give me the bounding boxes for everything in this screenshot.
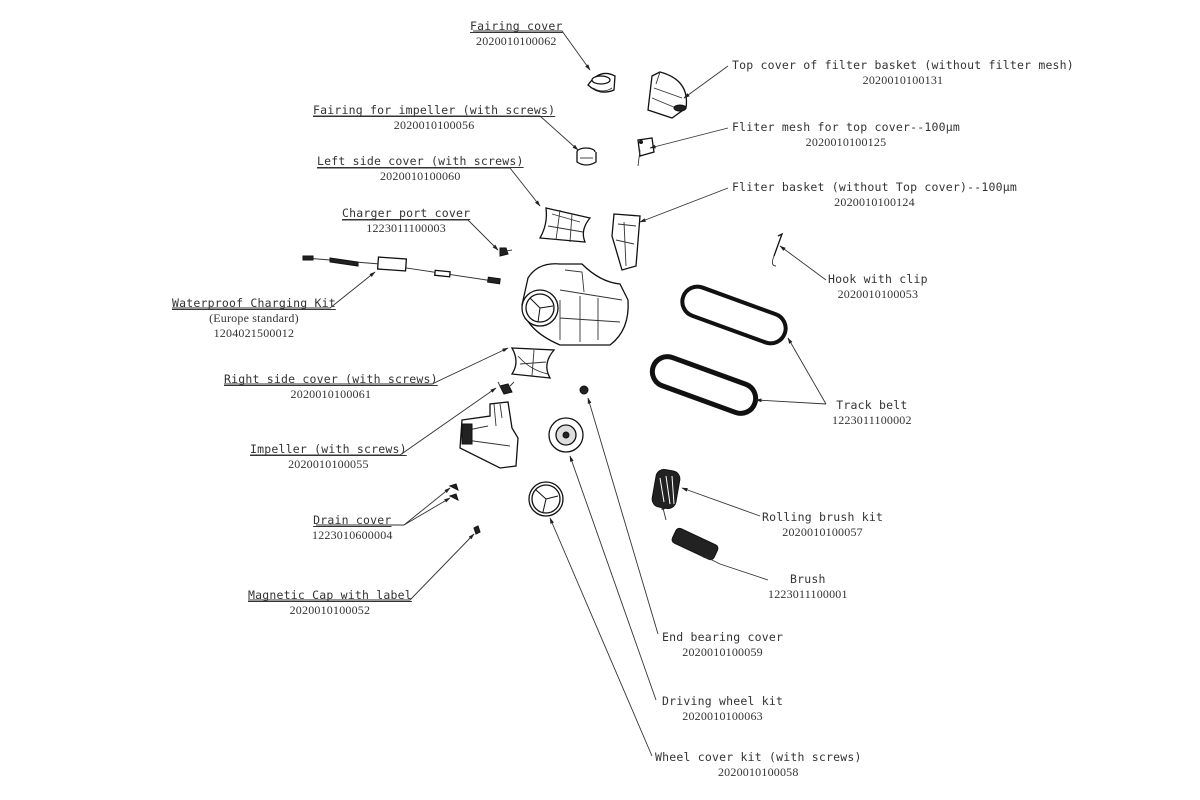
- part-number: 2020010100124: [834, 195, 915, 209]
- rolling-brush-kit-drawing: [651, 468, 681, 510]
- drain-cover-drawing: [448, 483, 459, 501]
- impeller-drawing: [497, 381, 515, 395]
- label-end-bearing-cover: End bearing cover 2020010100059: [662, 630, 783, 660]
- part-number: 2020010100061: [290, 387, 372, 401]
- label-fairing-cover: Fairing cover 2020010100062: [470, 19, 563, 49]
- wheel-cover-kit-drawing: [528, 481, 564, 517]
- label-fairing-for-impeller: Fairing for impeller (with screws) 20200…: [313, 103, 555, 133]
- part-number: 1204021500012: [213, 326, 295, 340]
- part-name: Rolling brush kit: [762, 510, 884, 524]
- track-belt-upper-drawing: [680, 284, 788, 346]
- label-waterproof-charging-kit: Waterproof Charging Kit (Europe standard…: [172, 296, 336, 341]
- charger-port-cover-drawing: [499, 247, 513, 257]
- label-brush: Brush 1223011100001: [768, 572, 848, 602]
- part-number: 2020010100057: [782, 525, 863, 539]
- part-number: 2020010100055: [288, 457, 369, 471]
- part-number: 1223010600004: [312, 528, 393, 542]
- end-bearing-cover-drawing: [579, 385, 589, 395]
- part-number: 2020010100056: [393, 118, 475, 132]
- part-subtitle: (Europe standard): [209, 311, 299, 325]
- part-name: Track belt: [836, 398, 908, 412]
- label-impeller: Impeller (with screws) 2020010100055: [250, 442, 407, 472]
- part-name: End bearing cover: [662, 630, 784, 644]
- part-name: Drain cover: [313, 513, 392, 527]
- right-side-cover-drawing: [510, 347, 556, 379]
- part-name: Fairing cover: [470, 19, 563, 33]
- part-name: Right side cover (with screws): [224, 372, 438, 386]
- label-charger-port-cover: Charger port cover 1223011100003: [342, 206, 470, 236]
- part-number: 1223011100002: [832, 413, 912, 427]
- part-number: 2020010100125: [805, 135, 887, 149]
- hook-with-clip-drawing: [771, 232, 784, 267]
- part-number: 2020010100131: [862, 73, 944, 87]
- label-filter-basket: Fliter basket (without Top cover)--100μm…: [732, 180, 1017, 210]
- left-side-cover-drawing: [538, 207, 592, 243]
- part-name: Driving wheel kit: [662, 694, 784, 708]
- part-name: Fliter mesh for top cover--100μm: [732, 120, 960, 134]
- part-name: Impeller (with screws): [250, 442, 407, 456]
- part-name: Wheel cover kit (with screws): [655, 750, 862, 764]
- magnetic-cap-drawing: [473, 525, 481, 535]
- part-name: Waterproof Charging Kit: [172, 296, 336, 310]
- brush-drawing: [671, 527, 719, 561]
- label-filter-mesh-top-cover: Fliter mesh for top cover--100μm 2020010…: [732, 120, 960, 150]
- top-cover-filter-basket-drawing: [647, 71, 688, 119]
- track-belt-lower-drawing: [649, 354, 759, 416]
- label-right-side-cover: Right side cover (with screws) 202001010…: [224, 372, 438, 402]
- motor-block-drawing: [459, 401, 519, 469]
- waterproof-charging-kit-drawing: [302, 255, 501, 285]
- part-name: Fliter basket (without Top cover)--100μm: [732, 180, 1017, 194]
- leader-lines: [172, 30, 827, 757]
- label-driving-wheel-kit: Driving wheel kit 2020010100063: [662, 694, 783, 724]
- part-name: Fairing for impeller (with screws): [313, 103, 556, 117]
- part-name: Charger port cover: [342, 206, 471, 220]
- part-number: 2020010100058: [717, 765, 799, 779]
- fairing-cover-drawing: [587, 72, 616, 93]
- label-hook-with-clip: Hook with clip 2020010100053: [828, 272, 928, 302]
- label-drain-cover: Drain cover 1223010600004: [312, 513, 393, 543]
- part-number: 2020010100053: [837, 287, 919, 301]
- part-number: 2020010100063: [682, 709, 763, 723]
- label-left-side-cover: Left side cover (with screws) 2020010100…: [317, 154, 524, 184]
- label-top-cover-filter-basket: Top cover of filter basket (without filt…: [732, 58, 1074, 88]
- label-track-belt: Track belt 1223011100002: [832, 398, 912, 428]
- filter-basket-drawing: [611, 213, 641, 271]
- part-number: 2020010100059: [682, 645, 763, 659]
- part-name: Top cover of filter basket (without filt…: [732, 58, 1074, 72]
- part-number: 2020010100062: [476, 34, 557, 48]
- label-magnetic-cap: Magnetic Cap with label 2020010100052: [248, 588, 412, 618]
- part-name: Left side cover (with screws): [317, 154, 524, 168]
- part-name: Brush: [790, 572, 826, 586]
- fairing-for-impeller-drawing: [576, 147, 597, 166]
- part-number: 2020010100052: [289, 603, 371, 617]
- part-number: 2020010100060: [379, 169, 461, 183]
- label-wheel-cover-kit: Wheel cover kit (with screws) 2020010100…: [655, 750, 862, 780]
- robot-body-drawing: [521, 263, 629, 346]
- driving-wheel-kit-drawing: [548, 417, 584, 453]
- filter-mesh-top-cover-drawing: [637, 137, 655, 167]
- part-name: Hook with clip: [828, 272, 928, 286]
- part-name: Magnetic Cap with label: [248, 588, 412, 602]
- label-rolling-brush-kit: Rolling brush kit 2020010100057: [762, 510, 883, 540]
- part-number: 1223011100001: [768, 587, 848, 601]
- part-number: 1223011100003: [366, 221, 446, 235]
